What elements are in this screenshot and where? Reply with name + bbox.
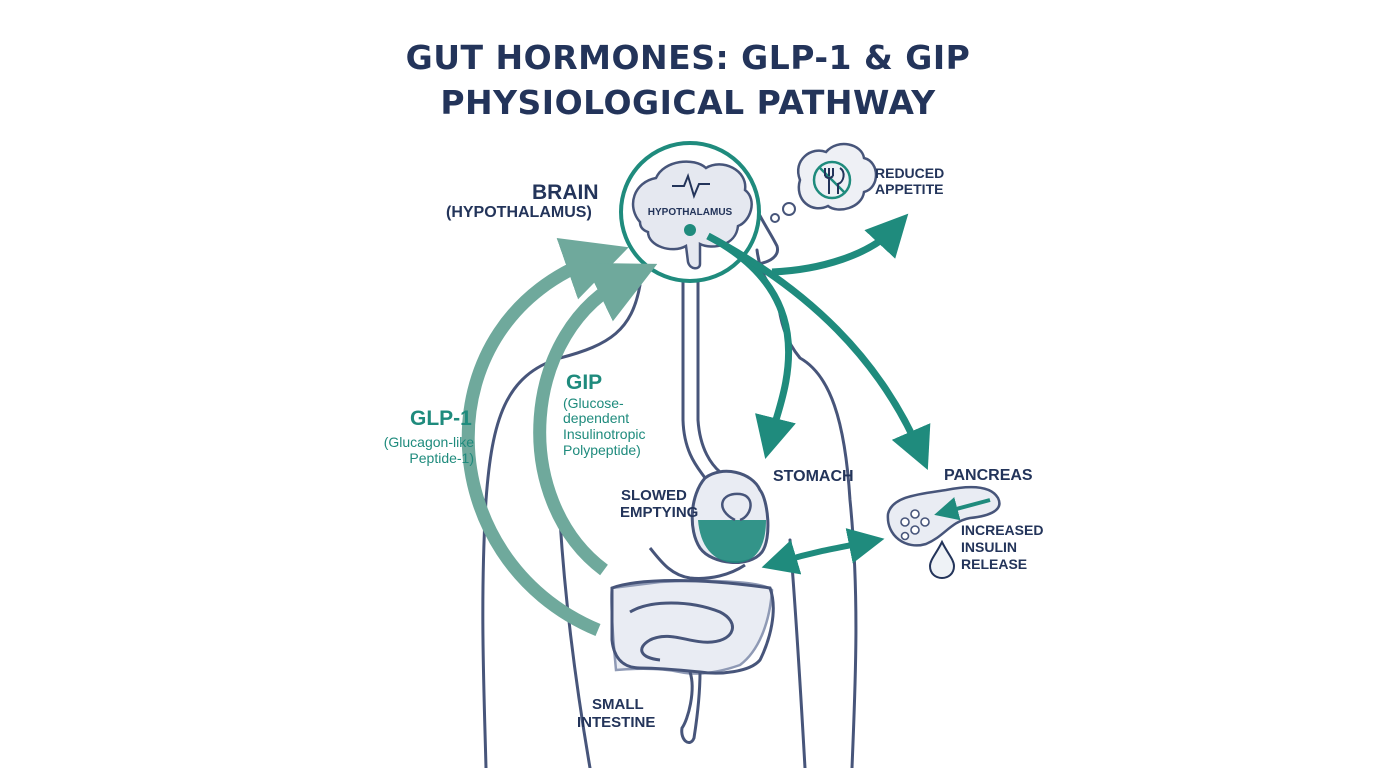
brain-label: BRAIN: [532, 181, 599, 204]
intestine-outline: [610, 547, 775, 744]
small-label: SMALL: [592, 696, 644, 713]
thought-bubble-icon: [770, 142, 878, 223]
gip-line2: dependent: [563, 410, 630, 426]
stomach-label: STOMACH: [773, 468, 854, 485]
stomach-pancreas-arrow: [761, 528, 885, 575]
gip-line1: (Glucose-: [563, 395, 624, 411]
gip-arrow: [533, 262, 658, 576]
hypothalamus-dot: [684, 224, 696, 236]
intestines: [610, 579, 774, 675]
gip-line4: Polypeptide): [563, 442, 641, 458]
slowed-label: SLOWED: [621, 487, 687, 504]
pancreas-label: PANCREAS: [944, 467, 1033, 484]
pancreas-arrow: [706, 232, 931, 470]
hypothalamus-inner-label: HYPOTHALAMUS: [647, 207, 733, 218]
glp1-line1: (Glucagon-like: [383, 434, 474, 450]
no-food-icon: [812, 160, 852, 200]
appetite-label: APPETITE: [875, 181, 944, 197]
page-title-line2: PHYSIOLOGICAL PATHWAY: [440, 83, 936, 122]
glp1-title: GLP-1: [410, 407, 472, 430]
glp1-arrow: [461, 238, 629, 636]
increased-label: INCREASED: [961, 522, 1044, 538]
intestine-label: INTESTINE: [577, 714, 656, 731]
appetite-arrow: [771, 213, 909, 276]
hypothalamus-paren-label: (HYPOTHALAMUS): [446, 204, 592, 221]
emptying-label: EMPTYING: [620, 504, 699, 521]
release-label: RELEASE: [961, 556, 1028, 572]
insulin-label: INSULIN: [961, 539, 1017, 555]
pulse-icon: [672, 172, 710, 199]
gip-title: GIP: [566, 371, 603, 394]
stomach: [690, 469, 770, 565]
glp1-line2: Peptide-1): [409, 450, 474, 466]
pancreas-icon: [886, 485, 1001, 547]
insulin-drop-icon: [928, 539, 956, 580]
gip-line3: Insulinotropic: [563, 426, 646, 442]
stomach-arrow: [706, 232, 796, 460]
page-title-line1: GUT HORMONES: GLP-1 & GIP: [405, 38, 971, 77]
reduced-label: REDUCED: [875, 165, 945, 181]
esophagus: [681, 282, 722, 479]
